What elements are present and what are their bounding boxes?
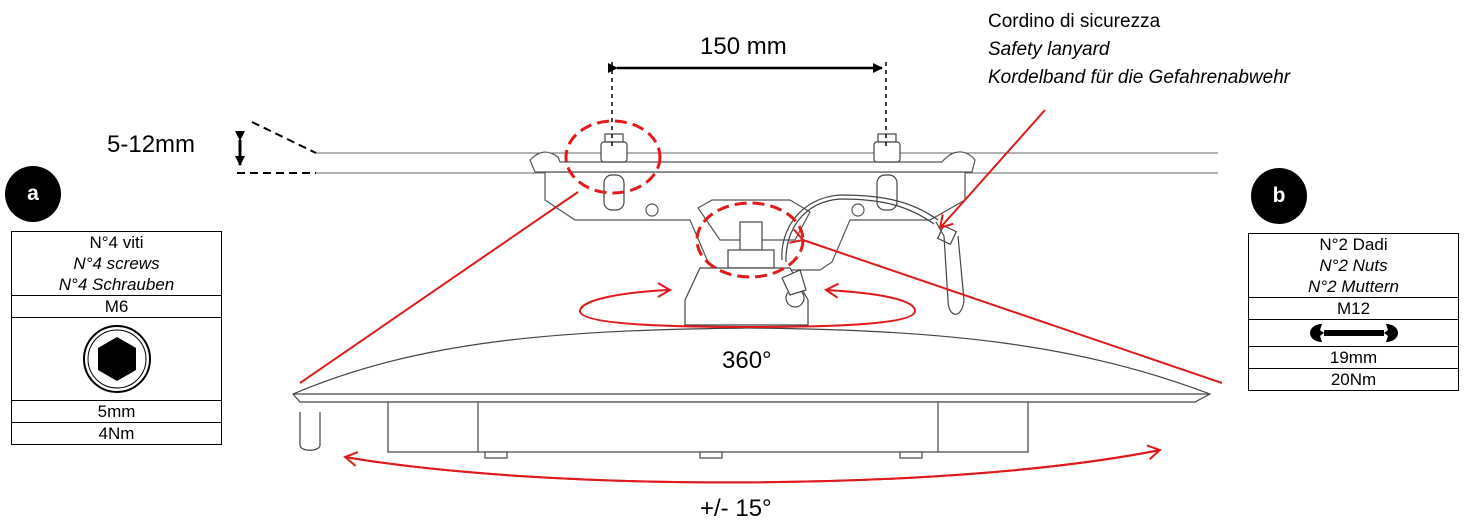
bolt-right bbox=[873, 133, 901, 211]
pivot-nut bbox=[684, 221, 809, 326]
lanyard-label-en: Safety lanyard bbox=[988, 39, 1110, 60]
spec-b-tool-row bbox=[1249, 319, 1458, 346]
tilt-label: +/- 15° bbox=[700, 495, 772, 522]
spec-table-a: N°4 viti N°4 screws N°4 Schrauben M6 5mm… bbox=[11, 231, 222, 445]
callout-lanyard bbox=[938, 109, 1046, 230]
spec-b-size: M12 bbox=[1249, 297, 1458, 319]
thickness-dimension bbox=[235, 121, 317, 174]
spec-b-key: 19mm bbox=[1249, 346, 1458, 368]
badge-a: a bbox=[5, 166, 61, 222]
spec-a-count-en: N°4 screws bbox=[73, 254, 160, 273]
spec-table-b: N°2 Dadi N°2 Nuts N°2 Muttern M12 19mm 2… bbox=[1248, 233, 1459, 391]
rotation-arrow bbox=[578, 282, 917, 329]
badge-b: b bbox=[1251, 168, 1307, 224]
spec-a-count-de: N°4 Schrauben bbox=[58, 275, 175, 294]
spec-b-count-it: N°2 Dadi bbox=[1319, 235, 1388, 254]
lanyard-label-de: Kordelband für die Gefahrenabwehr bbox=[988, 67, 1291, 88]
mounting-bracket bbox=[529, 151, 976, 271]
lanyard-label-it: Cordino di sicurezza bbox=[988, 11, 1161, 32]
thickness-label: 5-12mm bbox=[107, 131, 196, 158]
spec-a-size: M6 bbox=[12, 295, 221, 317]
rotation-label: 360° bbox=[722, 347, 772, 374]
spec-a-count-it: N°4 viti bbox=[89, 233, 144, 252]
callout-nut bbox=[695, 201, 1223, 384]
spec-a-key: 5mm bbox=[12, 400, 221, 422]
spacing-label: 150 mm bbox=[700, 33, 787, 60]
spec-b-count-en: N°2 Nuts bbox=[1319, 256, 1388, 275]
wrench-icon bbox=[1309, 324, 1398, 342]
tilt-arrow bbox=[343, 444, 1162, 484]
spec-a-tool-row bbox=[12, 317, 221, 400]
spec-a-torque: 4Nm bbox=[12, 422, 221, 444]
spec-b-torque: 20Nm bbox=[1249, 368, 1458, 390]
callout-bolt bbox=[299, 119, 662, 384]
spacing-dimension bbox=[608, 62, 887, 148]
spec-b-count-de: N°2 Muttern bbox=[1308, 277, 1399, 296]
hex-socket-icon bbox=[82, 325, 151, 393]
lamp-body bbox=[292, 327, 1212, 459]
